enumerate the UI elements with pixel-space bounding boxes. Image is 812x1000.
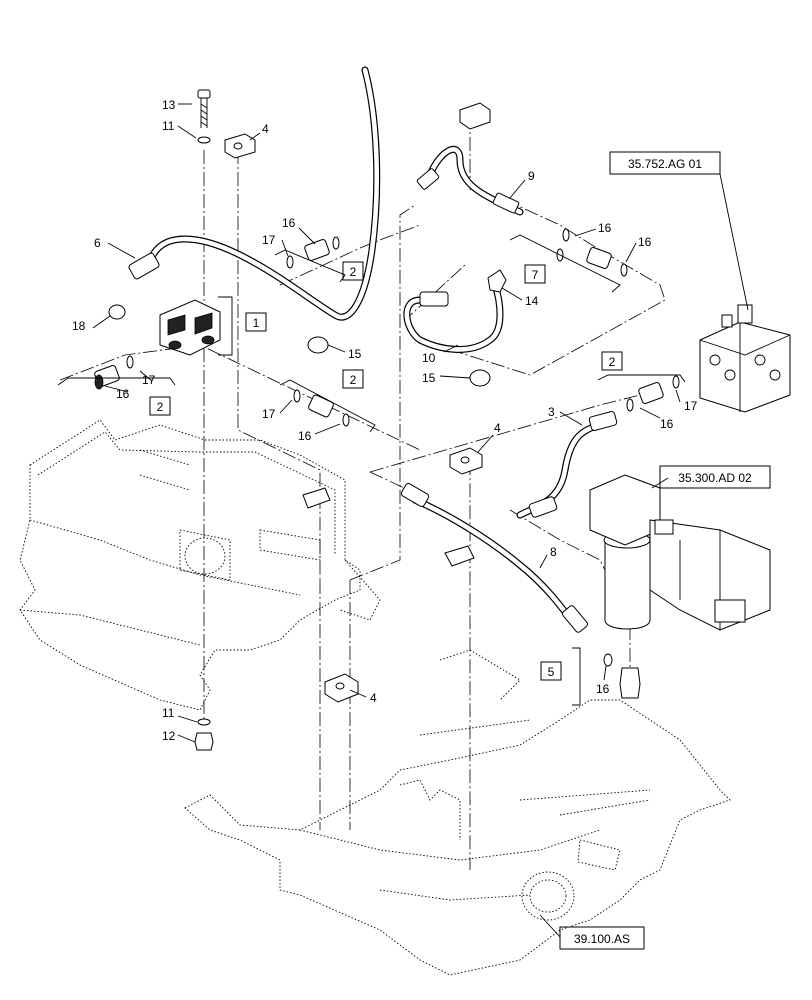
boxed-callout-1: 1: [245, 312, 267, 332]
callout-14: 14: [525, 294, 539, 308]
control-valve-block: [699, 304, 791, 413]
clamp-4-top: [224, 133, 256, 159]
filter-assembly: [589, 474, 771, 631]
hose-9: [416, 145, 524, 216]
lower-frame-outline: [184, 649, 731, 976]
callout-2: 2: [609, 355, 616, 369]
hose-10: [403, 281, 504, 353]
boxed-callout-5: 5: [540, 661, 562, 681]
callout-9: 9: [528, 169, 535, 183]
fitting-upper: [286, 236, 340, 269]
callout-15: 15: [348, 347, 362, 361]
callout-2: 2: [350, 373, 357, 387]
callout-16: 16: [298, 429, 312, 443]
callout-15: 15: [422, 371, 436, 385]
fitting-right-upper: [556, 228, 628, 277]
hose-3: [516, 411, 618, 519]
boxed-callout-2-mid: 2: [342, 369, 364, 389]
number-callouts: 13 11 4 6 18 16 17 16 17 15 17 16 9 16 1…: [72, 98, 698, 743]
oring-18: [108, 304, 126, 320]
assembly-centerlines: [59, 115, 666, 870]
callout-16: 16: [596, 682, 610, 696]
callout-2: 2: [350, 265, 357, 279]
callout-3: 3: [548, 405, 555, 419]
nut-12: [194, 732, 214, 751]
fitting-bottom-right: [603, 653, 641, 699]
callout-7: 7: [532, 268, 539, 282]
callout-12: 12: [162, 729, 176, 743]
cap-15-upper: [307, 336, 329, 354]
boxed-callout-7: 7: [524, 264, 546, 284]
reference-valve: 35.752.AG 01: [628, 157, 702, 171]
elbow-14: [487, 269, 507, 293]
valve-1: [159, 299, 221, 356]
callout-5: 5: [548, 665, 555, 679]
clamp-4-lower: [324, 673, 359, 703]
callout-16: 16: [116, 387, 130, 401]
callout-16: 16: [598, 221, 612, 235]
callout-4: 4: [262, 122, 269, 136]
clamp-top-right: [459, 102, 491, 130]
bolt-13: [197, 89, 211, 128]
reference-frame: 39.100.AS: [574, 932, 630, 946]
callout-11: 11: [162, 119, 175, 133]
washer-11-top: [197, 136, 211, 144]
hose-6: [128, 66, 381, 321]
boxed-callout-2-right: 2: [601, 351, 623, 371]
leader-lines: [92, 103, 749, 938]
washer-11-bottom: [197, 718, 211, 726]
callout-8: 8: [550, 545, 557, 559]
upper-frame-outline: [19, 419, 381, 711]
clamp-frame-left: [302, 487, 331, 509]
callout-6: 6: [94, 236, 101, 250]
callout-13: 13: [162, 98, 176, 112]
callout-16: 16: [638, 235, 652, 249]
boxed-callout-2-left: 2: [149, 396, 171, 416]
reference-filter: 35.300.AD 02: [678, 471, 752, 485]
fitting-mid: [293, 389, 350, 427]
callout-18: 18: [72, 319, 86, 333]
callout-1: 1: [253, 316, 260, 330]
callout-17: 17: [142, 373, 156, 387]
callout-4: 4: [494, 421, 501, 435]
hose-8: [400, 483, 588, 633]
fitting-right-lower: [626, 375, 680, 412]
callout-17: 17: [262, 233, 276, 247]
callout-11: 11: [162, 706, 175, 720]
reference-filter-box: 35.300.AD 02: [659, 465, 771, 489]
reference-valve-box: 35.752.AG 01: [609, 151, 721, 175]
callout-2: 2: [157, 400, 164, 414]
reference-frame-box: 39.100.AS: [559, 926, 645, 950]
cap-15-lower: [469, 369, 491, 387]
callout-16: 16: [282, 216, 296, 230]
boxed-callout-2-upper: 2: [342, 261, 364, 281]
callout-10: 10: [422, 351, 436, 365]
callout-4: 4: [370, 691, 377, 705]
clamp-4-middle: [449, 447, 483, 475]
callout-17: 17: [684, 399, 698, 413]
clamp-frame-mid: [444, 545, 475, 567]
fitting-left: [94, 355, 134, 390]
callout-16: 16: [660, 417, 674, 431]
callout-brackets: [57, 234, 686, 706]
callout-17: 17: [262, 407, 276, 421]
